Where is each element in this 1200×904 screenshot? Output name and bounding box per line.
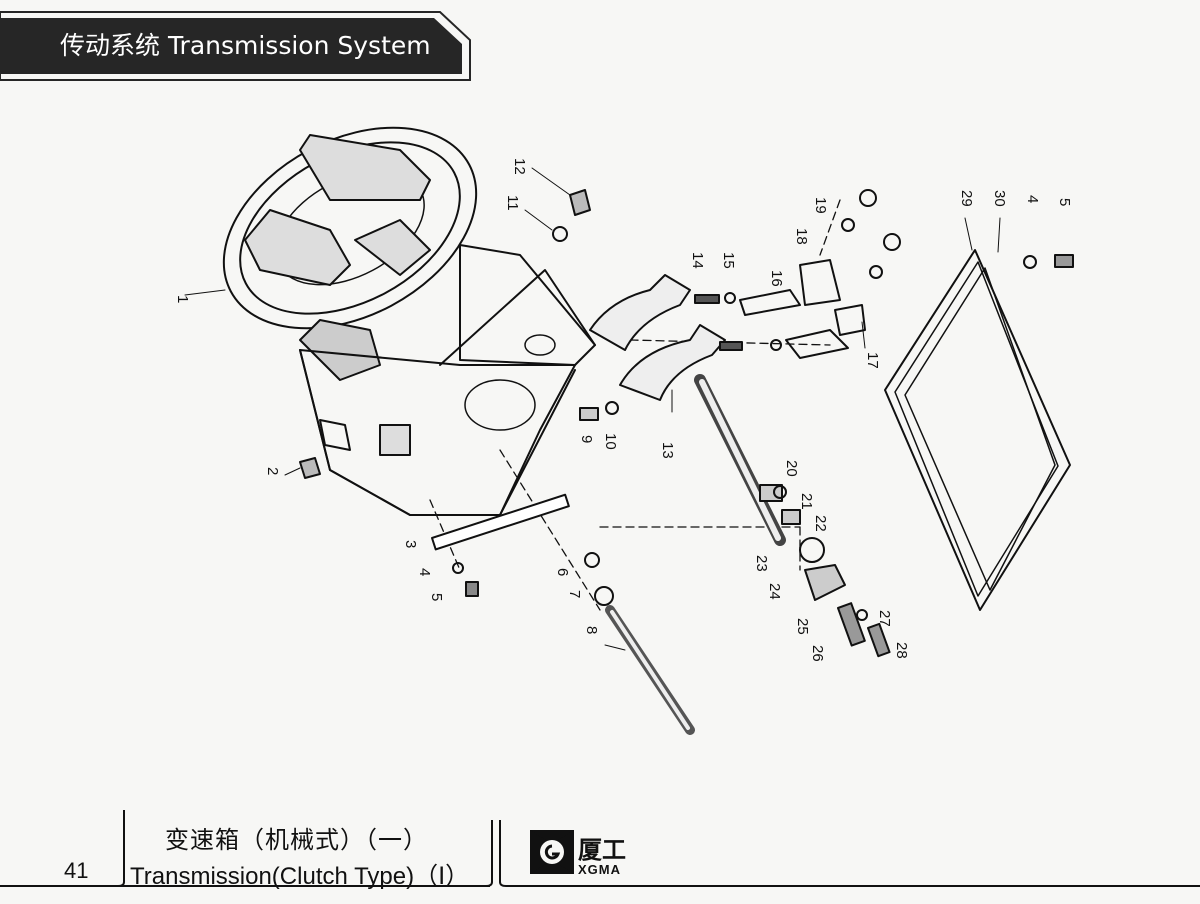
header-title: 传动系统 Transmission System — [60, 31, 431, 60]
callout-30: 30 — [991, 190, 1008, 207]
callout-15: 15 — [720, 252, 737, 269]
callout-5: 5 — [428, 593, 445, 601]
callout-14: 14 — [689, 252, 706, 269]
callout-2: 2 — [264, 467, 281, 475]
footer-frame — [0, 810, 1200, 887]
callout-9: 9 — [578, 435, 595, 443]
callout-6: 6 — [554, 568, 571, 576]
callout-20: 20 — [783, 460, 800, 477]
callout-24: 24 — [766, 583, 783, 600]
xgma-logo-icon — [530, 830, 574, 874]
callout-18: 18 — [793, 228, 810, 245]
brand-name-en: XGMA — [578, 862, 621, 877]
callout-3: 3 — [402, 540, 419, 548]
brand-name-cn: 厦工 — [578, 836, 626, 864]
callout-25: 25 — [794, 618, 811, 635]
page-title-cn: 变速箱（机械式）（一） — [165, 826, 428, 854]
gearbox-case-part — [299, 244, 596, 516]
bell-housing-part — [222, 126, 478, 381]
callout-17: 17 — [864, 352, 881, 369]
callout-22: 22 — [812, 515, 829, 532]
callout-4: 4 — [416, 568, 433, 576]
callout-19: 19 — [812, 197, 829, 214]
callout-27: 27 — [876, 610, 893, 627]
page-number: 41 — [64, 858, 89, 883]
callout-26: 26 — [809, 645, 826, 662]
callout-7: 7 — [566, 590, 583, 598]
callout-8: 8 — [583, 626, 600, 634]
header-banner — [0, 11, 471, 81]
callout-21: 21 — [798, 493, 815, 510]
page-footer: 41 变速箱（机械式）（一） Transmission(Clutch Type)… — [0, 800, 1200, 904]
shift-forks-part — [589, 189, 901, 658]
callout-12: 12 — [511, 158, 528, 175]
callout-23: 23 — [753, 555, 770, 572]
page-header: 传动系统 Transmission System — [0, 0, 480, 82]
cover-plate-part — [884, 249, 1074, 611]
small-parts-group — [299, 189, 695, 735]
callout-4-cover: 4 — [1024, 195, 1041, 203]
callout-13: 13 — [659, 442, 676, 459]
exploded-parts-diagram: 1 2 3 4 5 6 7 8 9 10 11 12 13 14 15 16 1… — [174, 126, 1074, 735]
callout-10: 10 — [602, 433, 619, 450]
callout-5-cover: 5 — [1056, 198, 1073, 206]
page-title-en: Transmission(Clutch Type)（Ⅰ） — [130, 863, 470, 890]
callout-1: 1 — [174, 295, 191, 303]
leader-lines — [184, 167, 1001, 651]
callout-28: 28 — [893, 642, 910, 659]
callout-11: 11 — [504, 195, 521, 211]
callout-29: 29 — [958, 190, 975, 207]
assembly-lines — [429, 199, 841, 611]
callout-labels: 1 2 3 4 5 6 7 8 9 10 11 12 13 14 15 16 1… — [174, 158, 1073, 662]
callout-16: 16 — [768, 270, 785, 287]
